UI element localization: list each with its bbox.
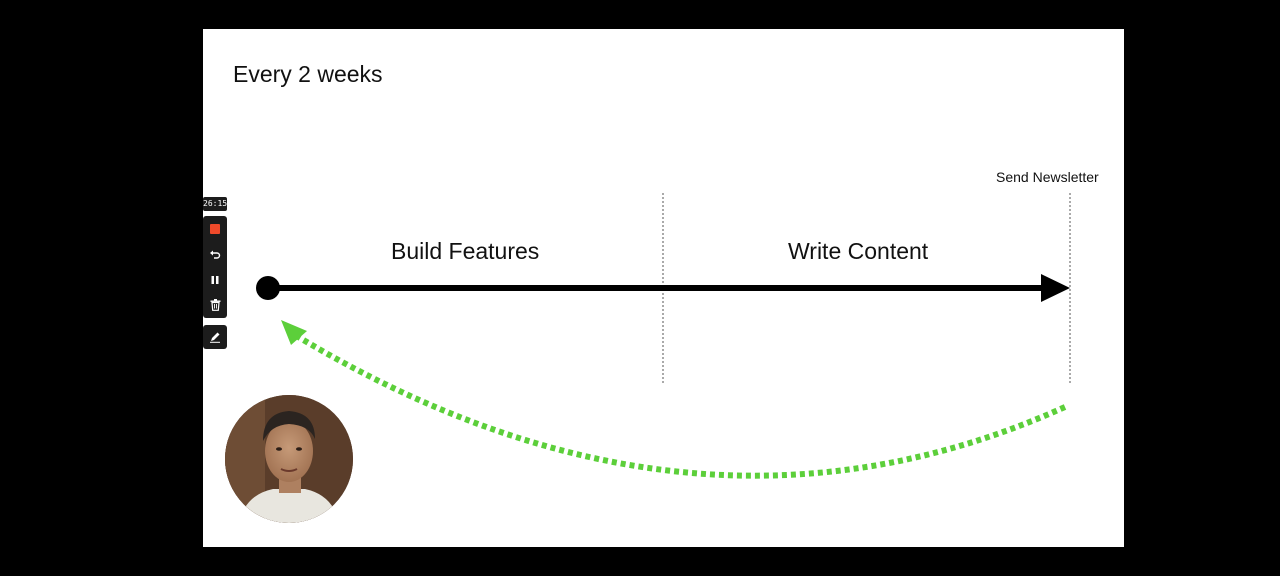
phase-label-build-features: Build Features [391, 238, 540, 264]
milestone-label-send-newsletter: Send Newsletter [996, 169, 1099, 185]
undo-button[interactable] [203, 243, 227, 267]
presenter-avatar [225, 395, 353, 523]
stop-square-icon [210, 224, 220, 234]
pause-button[interactable] [203, 268, 227, 292]
stop-recording-button[interactable] [203, 217, 227, 241]
draw-button[interactable] [203, 325, 227, 349]
timeline-diagram [256, 193, 1071, 479]
loop-arrow-curve [293, 332, 1067, 479]
timeline-arrowhead [1041, 274, 1070, 302]
presentation-slide: Every 2 weeks Build Features Write Conte… [203, 29, 1124, 547]
recording-timer: 26:15 [203, 197, 227, 211]
pencil-icon [210, 332, 220, 343]
loop-arrow-head [281, 320, 307, 345]
delete-button[interactable] [203, 293, 227, 317]
timeline-start-dot [256, 276, 280, 300]
webcam-bubble[interactable] [225, 395, 353, 523]
trash-icon [210, 299, 220, 311]
recording-toolbar [203, 216, 227, 318]
slide-title: Every 2 weeks [233, 61, 383, 87]
pause-icon [211, 276, 219, 284]
draw-tool-container [203, 325, 227, 349]
undo-icon [210, 250, 221, 259]
phase-label-write-content: Write Content [788, 238, 929, 264]
